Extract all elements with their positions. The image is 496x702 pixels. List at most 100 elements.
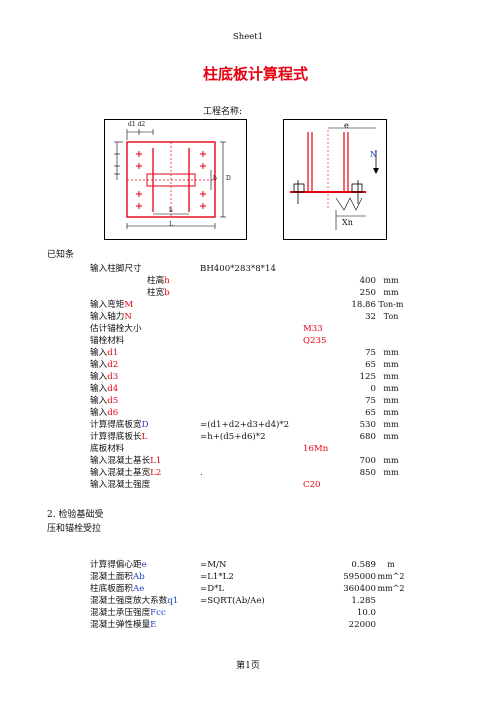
table-row: 混凝土强度放大系数q1 =SQRT(Ab/Ae) 1.285 [0, 595, 496, 607]
row-red-value: C20 [303, 480, 321, 490]
known-conditions-heading: 已知条 [47, 250, 75, 260]
row-variable: q1 [167, 596, 179, 606]
row-label: 混凝土面积Ab [90, 572, 145, 582]
table-row: 输入d1 75 mm [0, 347, 496, 359]
row-variable: E [150, 620, 157, 630]
row-label: 输入d5 [90, 396, 119, 406]
row-value: 0.589 [351, 560, 376, 570]
row-unit: mm [383, 408, 399, 417]
row-label: 计算得偏心距e [90, 560, 147, 570]
section2-heading: 2. 检验基础受压和锚栓受拉 [47, 510, 104, 534]
plan-view-drawing [114, 129, 226, 229]
row-formula: =D*L [200, 584, 225, 594]
table-row: 输入d4 0 mm [0, 383, 496, 395]
label-b: b [213, 175, 217, 182]
row-label: 计算得底板宽D [90, 420, 149, 430]
row-variable: Ab [132, 572, 145, 582]
row-label: 混凝土强度放大系数q1 [90, 596, 179, 606]
page-title: 柱底板计算程式 [203, 65, 309, 83]
row-value: 1.285 [351, 596, 376, 606]
row-variable: d1 [107, 348, 119, 358]
row-label: 计算得底板长L [90, 432, 148, 442]
page-footer: 第1页 [236, 661, 260, 671]
row-variable: h [164, 276, 170, 286]
row-red-value: M33 [303, 324, 323, 334]
row-label: 输入d6 [90, 408, 119, 418]
row-variable: Ae [132, 584, 145, 594]
row-value: 360400 [343, 584, 376, 594]
row-label: 输入混凝土强度 [90, 480, 151, 490]
row-unit: Ton [383, 312, 399, 321]
row-unit: m [387, 560, 395, 569]
table-row: 输入d3 125 mm [0, 371, 496, 383]
row-unit: mm [383, 432, 399, 441]
row-value: 32 [365, 312, 376, 322]
row-formula: =M/N [200, 560, 227, 570]
row-unit: mm [383, 276, 399, 285]
plan-view-figure: d1 d2 b D h L [104, 119, 247, 240]
row-unit: mm [383, 468, 399, 477]
row-value: 125 [359, 372, 376, 382]
row-value: 530 [359, 420, 376, 430]
row-label: 输入d1 [90, 348, 119, 358]
row-value: 75 [365, 348, 376, 358]
row-label: 输入轴力N [90, 312, 132, 322]
row-value: 75 [365, 396, 376, 406]
row-value: 22000 [348, 620, 376, 630]
row-unit: mm [383, 456, 399, 465]
row-variable: L1 [150, 456, 162, 466]
row-unit: mm [383, 348, 399, 357]
row-formula: =SQRT(Ab/Ae) [200, 596, 265, 606]
row-label: 柱底板面积Ae [90, 584, 145, 594]
row-value: 400 [359, 276, 376, 286]
row-label: 输入d4 [90, 384, 119, 394]
row-unit: mm [383, 384, 399, 393]
row-variable: L [141, 432, 148, 442]
row-unit: Ton-m [378, 300, 404, 309]
row-value: 0 [370, 384, 376, 394]
row-value: 65 [365, 408, 376, 418]
row-unit: mm [383, 420, 399, 429]
row-variable: Fcc [150, 608, 166, 618]
project-label: 工程名称: [203, 107, 243, 117]
row-label: 混凝土弹性模量E [90, 620, 157, 630]
row-variable: N [124, 312, 132, 322]
row-variable: d4 [107, 384, 119, 394]
row-label: 输入d2 [90, 360, 119, 370]
label-Xn: Xn [342, 218, 353, 227]
label-D: D [226, 175, 231, 182]
row-unit: mm [383, 372, 399, 381]
row-value: 18.86 [351, 300, 376, 310]
sheet-title: Sheet1 [232, 32, 264, 42]
row-label: 底板材料 [90, 444, 125, 454]
row-formula: =L1*L2 [200, 572, 234, 582]
row-variable: L2 [150, 468, 162, 478]
table-row: 混凝土弹性模量E 22000 [0, 619, 496, 631]
table-row: 输入d6 65 mm [0, 407, 496, 419]
row-variable: d6 [107, 408, 119, 418]
label-h: h [169, 207, 173, 214]
row-variable: d5 [107, 396, 119, 406]
row-variable: d2 [107, 360, 119, 370]
label-d1d2: d1 d2 [128, 121, 146, 128]
row-unit: mm [383, 288, 399, 297]
table-row: 输入混凝土强度 C20 [0, 479, 496, 491]
row-label: 输入d3 [90, 372, 119, 382]
elevation-view-drawing [290, 127, 379, 230]
row-value: 700 [359, 456, 376, 466]
label-N: N [370, 150, 377, 159]
row-label: 柱宽b [147, 288, 170, 298]
row-value: 850 [359, 468, 376, 478]
